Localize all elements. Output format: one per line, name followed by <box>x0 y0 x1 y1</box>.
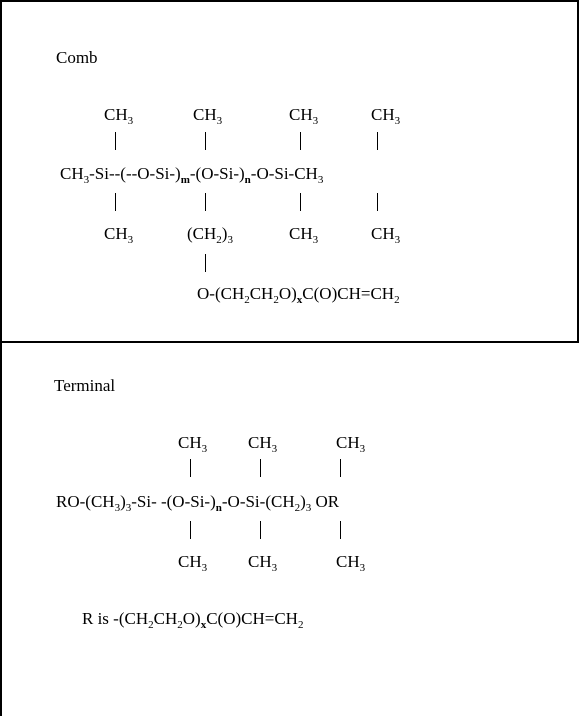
terminal-top-ch3-2: CH3 <box>248 433 278 455</box>
comb-bottom-ch3-1: CH3 <box>104 224 134 246</box>
terminal-bottom-ch3-2: CH3 <box>248 552 278 574</box>
comb-top-bond-3 <box>300 132 301 150</box>
comb-top-bond-1 <box>115 132 116 150</box>
comb-bottom-ch3-3: CH3 <box>289 224 319 246</box>
terminal-bottom-ch3-1: CH3 <box>178 552 208 574</box>
section-divider <box>0 341 579 343</box>
comb-bottom-bond-4 <box>377 193 378 211</box>
terminal-top-bond-2 <box>260 459 261 477</box>
frame-border-top <box>0 0 578 2</box>
comb-top-bond-4 <box>377 132 378 150</box>
terminal-top-bond-3 <box>340 459 341 477</box>
terminal-top-ch3-1: CH3 <box>178 433 208 455</box>
comb-top-ch3-2: CH3 <box>193 105 223 127</box>
terminal-bottom-bond-3 <box>340 521 341 539</box>
frame-border-left <box>0 0 2 716</box>
comb-side-bond <box>205 254 206 272</box>
comb-bottom-bond-3 <box>300 193 301 211</box>
comb-top-ch3-4: CH3 <box>371 105 401 127</box>
terminal-top-ch3-3: CH3 <box>336 433 366 455</box>
comb-top-bond-2 <box>205 132 206 150</box>
terminal-bottom-bond-2 <box>260 521 261 539</box>
terminal-bottom-ch3-3: CH3 <box>336 552 366 574</box>
terminal-bottom-bond-1 <box>190 521 191 539</box>
terminal-top-bond-1 <box>190 459 191 477</box>
comb-bottom-ch2-3: (CH2)3 <box>187 224 233 246</box>
frame-border-right <box>577 0 579 342</box>
terminal-r-definition: R is -(CH2CH2O)xC(O)CH=CH2 <box>82 609 304 631</box>
comb-top-ch3-1: CH3 <box>104 105 134 127</box>
comb-bottom-bond-2 <box>205 193 206 211</box>
comb-top-ch3-3: CH3 <box>289 105 319 127</box>
terminal-main-chain: RO-(CH3)3-Si- -(O-Si-)n-O-Si-(CH2)3 OR <box>56 492 340 514</box>
comb-bottom-bond-1 <box>115 193 116 211</box>
comb-bottom-ch3-4: CH3 <box>371 224 401 246</box>
comb-main-chain: CH3-Si--(--O-Si-)m-(O-Si-)n-O-Si-CH3 <box>60 164 324 186</box>
terminal-title: Terminal <box>54 376 116 395</box>
comb-title: Comb <box>56 48 98 67</box>
comb-side-chain: O-(CH2CH2O)xC(O)CH=CH2 <box>197 284 400 306</box>
